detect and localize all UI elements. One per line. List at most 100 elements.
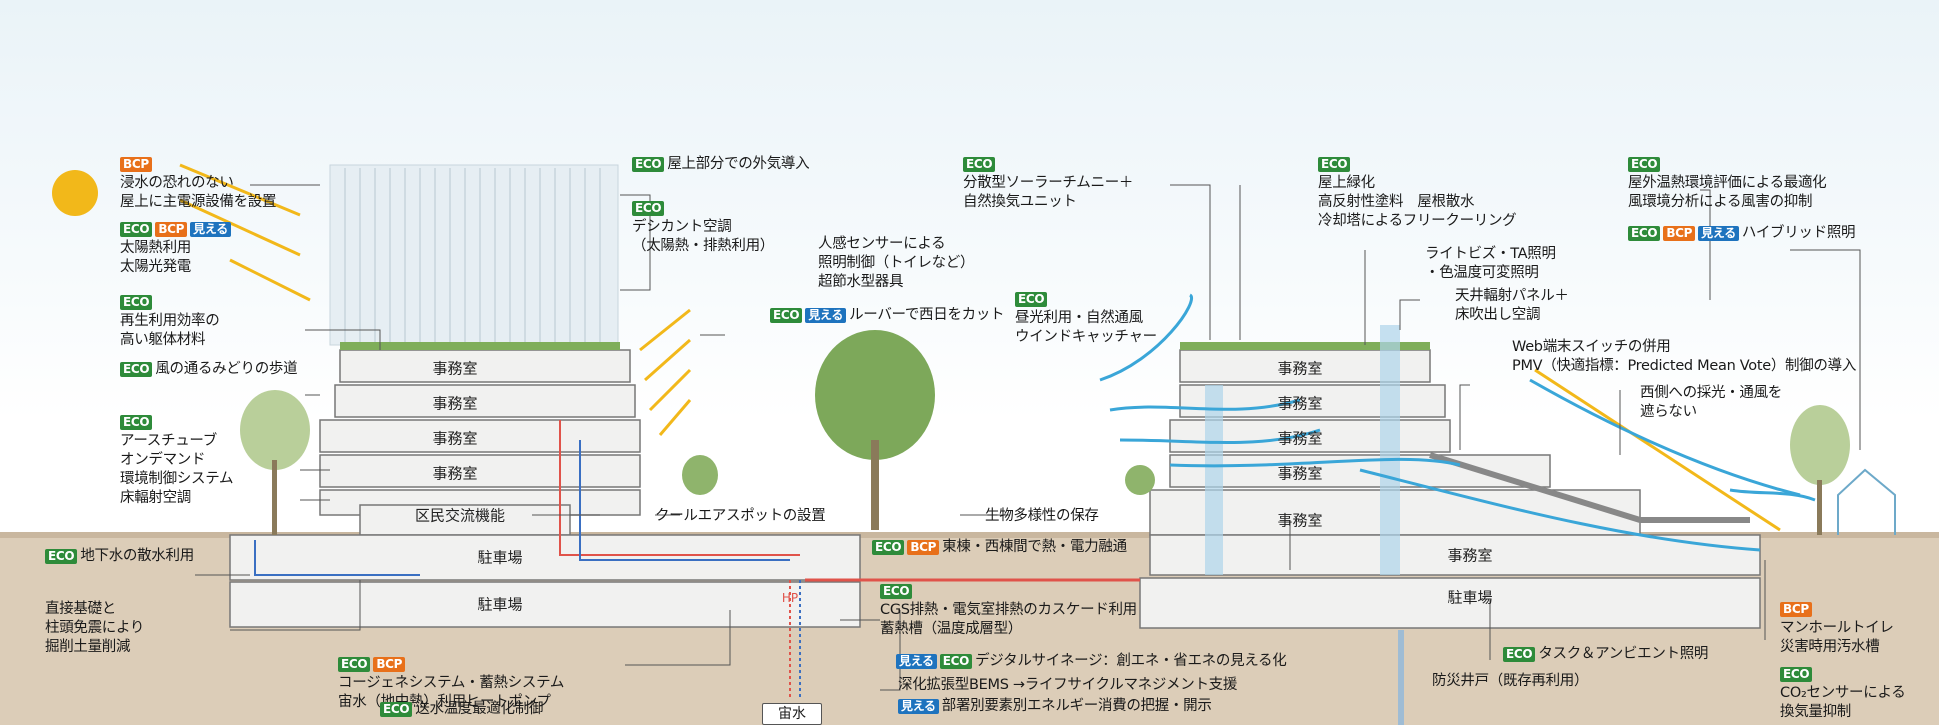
tag-eco: ECO xyxy=(120,221,153,237)
tag-group: ECO xyxy=(632,200,665,216)
annotation-line: （太陽熱・排熱利用） xyxy=(632,238,774,254)
tag-group: ECO xyxy=(1780,666,1813,682)
room-office-w4: 事務室 xyxy=(432,464,478,483)
annotation-line: 災害時用汚水槽 xyxy=(1780,639,1880,655)
trees xyxy=(240,330,1850,535)
annotation-line: ・色温度可変照明 xyxy=(1425,265,1539,281)
tag-eco: ECO xyxy=(1780,666,1813,682)
tag-mieru: 見える xyxy=(896,653,937,669)
annotation-line: 地下水の散水利用 xyxy=(80,548,194,564)
tag-eco: ECO xyxy=(880,583,913,599)
annotation-line: CGS排熱・電気室排熱のカスケード利用 xyxy=(880,602,1137,618)
energy-pipes xyxy=(559,420,1140,700)
annotation-biodiversity: 生物多様性の保存 xyxy=(985,507,1099,526)
annotation-line: 遮らない xyxy=(1640,404,1697,420)
annotation-line: 屋上に主電源設備を設置 xyxy=(120,194,277,210)
uchusui-box: 宙水 xyxy=(762,703,822,725)
annotation-line: CO₂センサーによる xyxy=(1780,685,1906,701)
room-parking-w2: 駐車場 xyxy=(477,595,523,614)
annotation-line: 高い躯体材料 xyxy=(120,332,206,348)
tag-eco: ECO xyxy=(1015,291,1048,307)
annotation-line: ルーバーで西日をカット xyxy=(849,307,1005,323)
tag-mieru: 見える xyxy=(898,698,939,714)
annotation-line: PMV（快適指標：Predicted Mean Vote）制御の導入 xyxy=(1512,358,1857,374)
tag-group: ECO xyxy=(632,156,665,172)
tag-group: ECO xyxy=(880,583,913,599)
annotation-line: コージェネシステム・蓄熱システム xyxy=(338,675,565,691)
room-office-w3: 事務室 xyxy=(432,429,478,448)
annotation-line: 冷却塔によるフリークーリング xyxy=(1318,213,1517,229)
tag-group: ECO xyxy=(120,414,153,430)
annotation-line: 西側への採光・通風を xyxy=(1640,385,1782,401)
ground-line xyxy=(0,532,1939,538)
annotation-line: 掘削土量削減 xyxy=(45,639,131,655)
annotation-line: 蓄熱槽（温度成層型） xyxy=(880,621,1022,637)
annotation-line: 床吹出し空調 xyxy=(1455,307,1541,323)
wind-arrows xyxy=(1099,293,1816,552)
annotation-line: デシカント空調 xyxy=(632,219,732,235)
room-office-e4: 事務室 xyxy=(1277,464,1323,483)
tag-eco: ECO xyxy=(632,156,665,172)
annotation-foundation: 直接基礎と柱頭免震により掘削土量削減 xyxy=(45,600,144,657)
solar-rays xyxy=(179,163,1781,532)
tag-bcp: BCP xyxy=(373,656,406,672)
west-building xyxy=(229,349,861,628)
annotation-line: ライトビズ・TA照明 xyxy=(1425,246,1556,262)
tag-group: BCP xyxy=(120,156,152,172)
annotation-bcp-power: BCP 浸水の恐れのない屋上に主電源設備を設置 xyxy=(120,155,277,212)
annotation-line: ハイブリッド照明 xyxy=(1741,225,1856,241)
annotation-bems: 深化拡張型BEMS →ライフサイクルマネジメント支援 xyxy=(898,676,1237,695)
tag-eco: ECO xyxy=(120,361,153,377)
annotation-line: 深化拡張型BEMS →ライフサイクルマネジメント支援 xyxy=(898,677,1238,693)
tag-eco: ECO xyxy=(120,294,153,310)
annotation-cgs: ECO CGS排熱・電気室排熱のカスケード利用蓄熱槽（温度成層型） xyxy=(880,582,1137,639)
annotation-line: 屋上緑化 xyxy=(1318,175,1375,191)
room-hp: HP xyxy=(781,591,799,605)
tag-mieru: 見える xyxy=(190,221,231,237)
annotation-line: 浸水の恐れのない xyxy=(120,175,234,191)
annotation-well: 防災井戸（既存再利用） xyxy=(1432,672,1589,691)
tag-eco: ECO xyxy=(770,307,803,323)
house-outline xyxy=(1837,468,1896,535)
annotation-line: 太陽熱利用 xyxy=(120,240,191,256)
tag-eco: ECO xyxy=(939,653,973,669)
annotation-line: Web端末スイッチの併用 xyxy=(1512,339,1671,355)
groundwater-pipe xyxy=(254,540,420,576)
louver-lines xyxy=(344,168,601,342)
annotation-line: 東棟・西棟間で熱・電力融通 xyxy=(942,539,1127,555)
annotation-line: オンデマンド xyxy=(120,452,206,468)
tag-group: ECO xyxy=(1503,646,1536,662)
annotation-line: デジタルサイネージ：創エネ・省エネの見える化 xyxy=(975,653,1287,669)
room-office-w1: 事務室 xyxy=(432,359,478,378)
annotation-line: 天井輻射パネル＋ xyxy=(1455,288,1569,304)
room-office-e3: 事務室 xyxy=(1277,429,1323,448)
annotation-line: 屋外温熱環境評価による最適化 xyxy=(1628,175,1827,191)
well-icon xyxy=(1398,630,1404,725)
annotation-line: ウインドキャッチャー xyxy=(1015,329,1157,345)
annotation-west-side: 西側への採光・通風を遮らない xyxy=(1640,384,1782,422)
annotation-desiccant: ECO デシカント空調 （太陽熱・排熱利用） xyxy=(632,199,774,256)
room-exchange: 区民交流機能 xyxy=(414,506,506,525)
tag-eco: ECO xyxy=(1628,225,1661,241)
annotation-cool-spot: クールエアスポットの設置 xyxy=(655,507,826,526)
annotation-line: マンホールトイレ xyxy=(1780,620,1894,636)
annotation-ceiling: 天井輻射パネル＋ 床吹出し空調 xyxy=(1455,287,1569,325)
east-solar-chimney xyxy=(1380,325,1400,575)
annotation-sensor: 人感センサーによる照明制御（トイレなど）超節水型器具 xyxy=(818,235,975,292)
tag-eco: ECO xyxy=(872,539,905,555)
tag-eco: ECO xyxy=(1503,646,1536,662)
annotation-line: アースチューブ xyxy=(120,433,217,449)
annotation-line: 再生利用効率の xyxy=(120,313,220,329)
tag-group: BCP xyxy=(1780,601,1812,617)
tag-bcp: BCP xyxy=(907,539,940,555)
annotation-manhole: BCP マンホールトイレ災害時用汚水槽 xyxy=(1780,600,1894,657)
room-parking-e: 駐車場 xyxy=(1447,588,1493,607)
